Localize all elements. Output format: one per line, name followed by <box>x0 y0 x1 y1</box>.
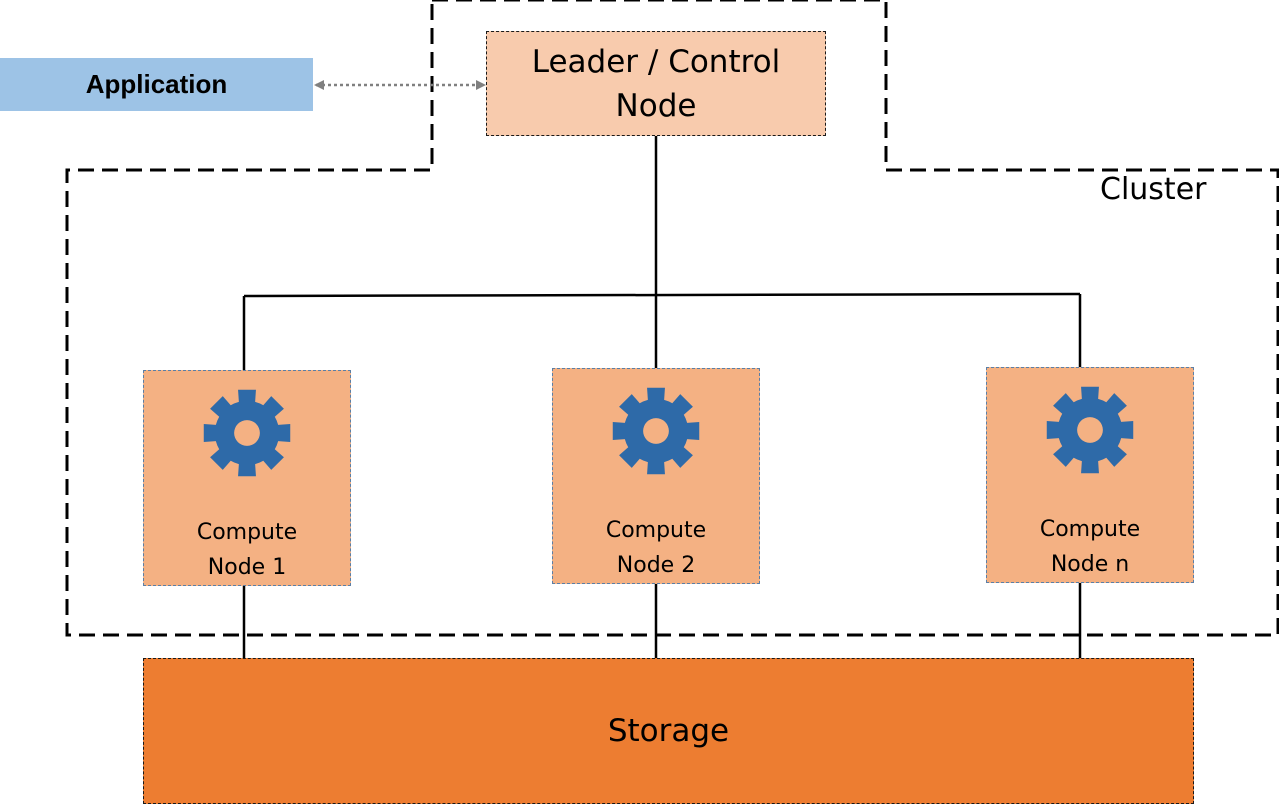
compute-node-2-line2: Node 2 <box>616 553 696 578</box>
leader-label-line1: Leader / Control <box>531 43 781 80</box>
gear-icon <box>203 389 291 477</box>
compute-node-1-line1: Compute <box>196 520 298 545</box>
gear-icon <box>612 387 700 475</box>
compute-node-2-line1: Compute <box>605 518 707 543</box>
gear-icon <box>1046 386 1134 474</box>
compute-node-n-line1: Compute <box>1039 517 1141 542</box>
storage-label: Storage <box>607 713 730 749</box>
compute-node-1-line2: Node 1 <box>207 555 287 580</box>
compute-node-n-line2: Node n <box>1050 552 1130 577</box>
compute-node-2[interactable]: Compute Node 2 <box>552 368 760 584</box>
leader-label-line2: Node <box>615 87 697 124</box>
compute-node-1[interactable]: Compute Node 1 <box>143 370 351 586</box>
cluster-boundary <box>65 0 1279 637</box>
compute-node-n[interactable]: Compute Node n <box>986 367 1194 583</box>
compute-bus <box>243 292 1081 298</box>
application-label: Application <box>85 69 228 99</box>
storage-box[interactable]: Storage <box>143 658 1194 804</box>
leader-control-node[interactable]: Leader / Control Node <box>486 31 826 136</box>
cluster-label: Cluster <box>1100 172 1207 207</box>
application-box[interactable]: Application <box>0 58 313 111</box>
